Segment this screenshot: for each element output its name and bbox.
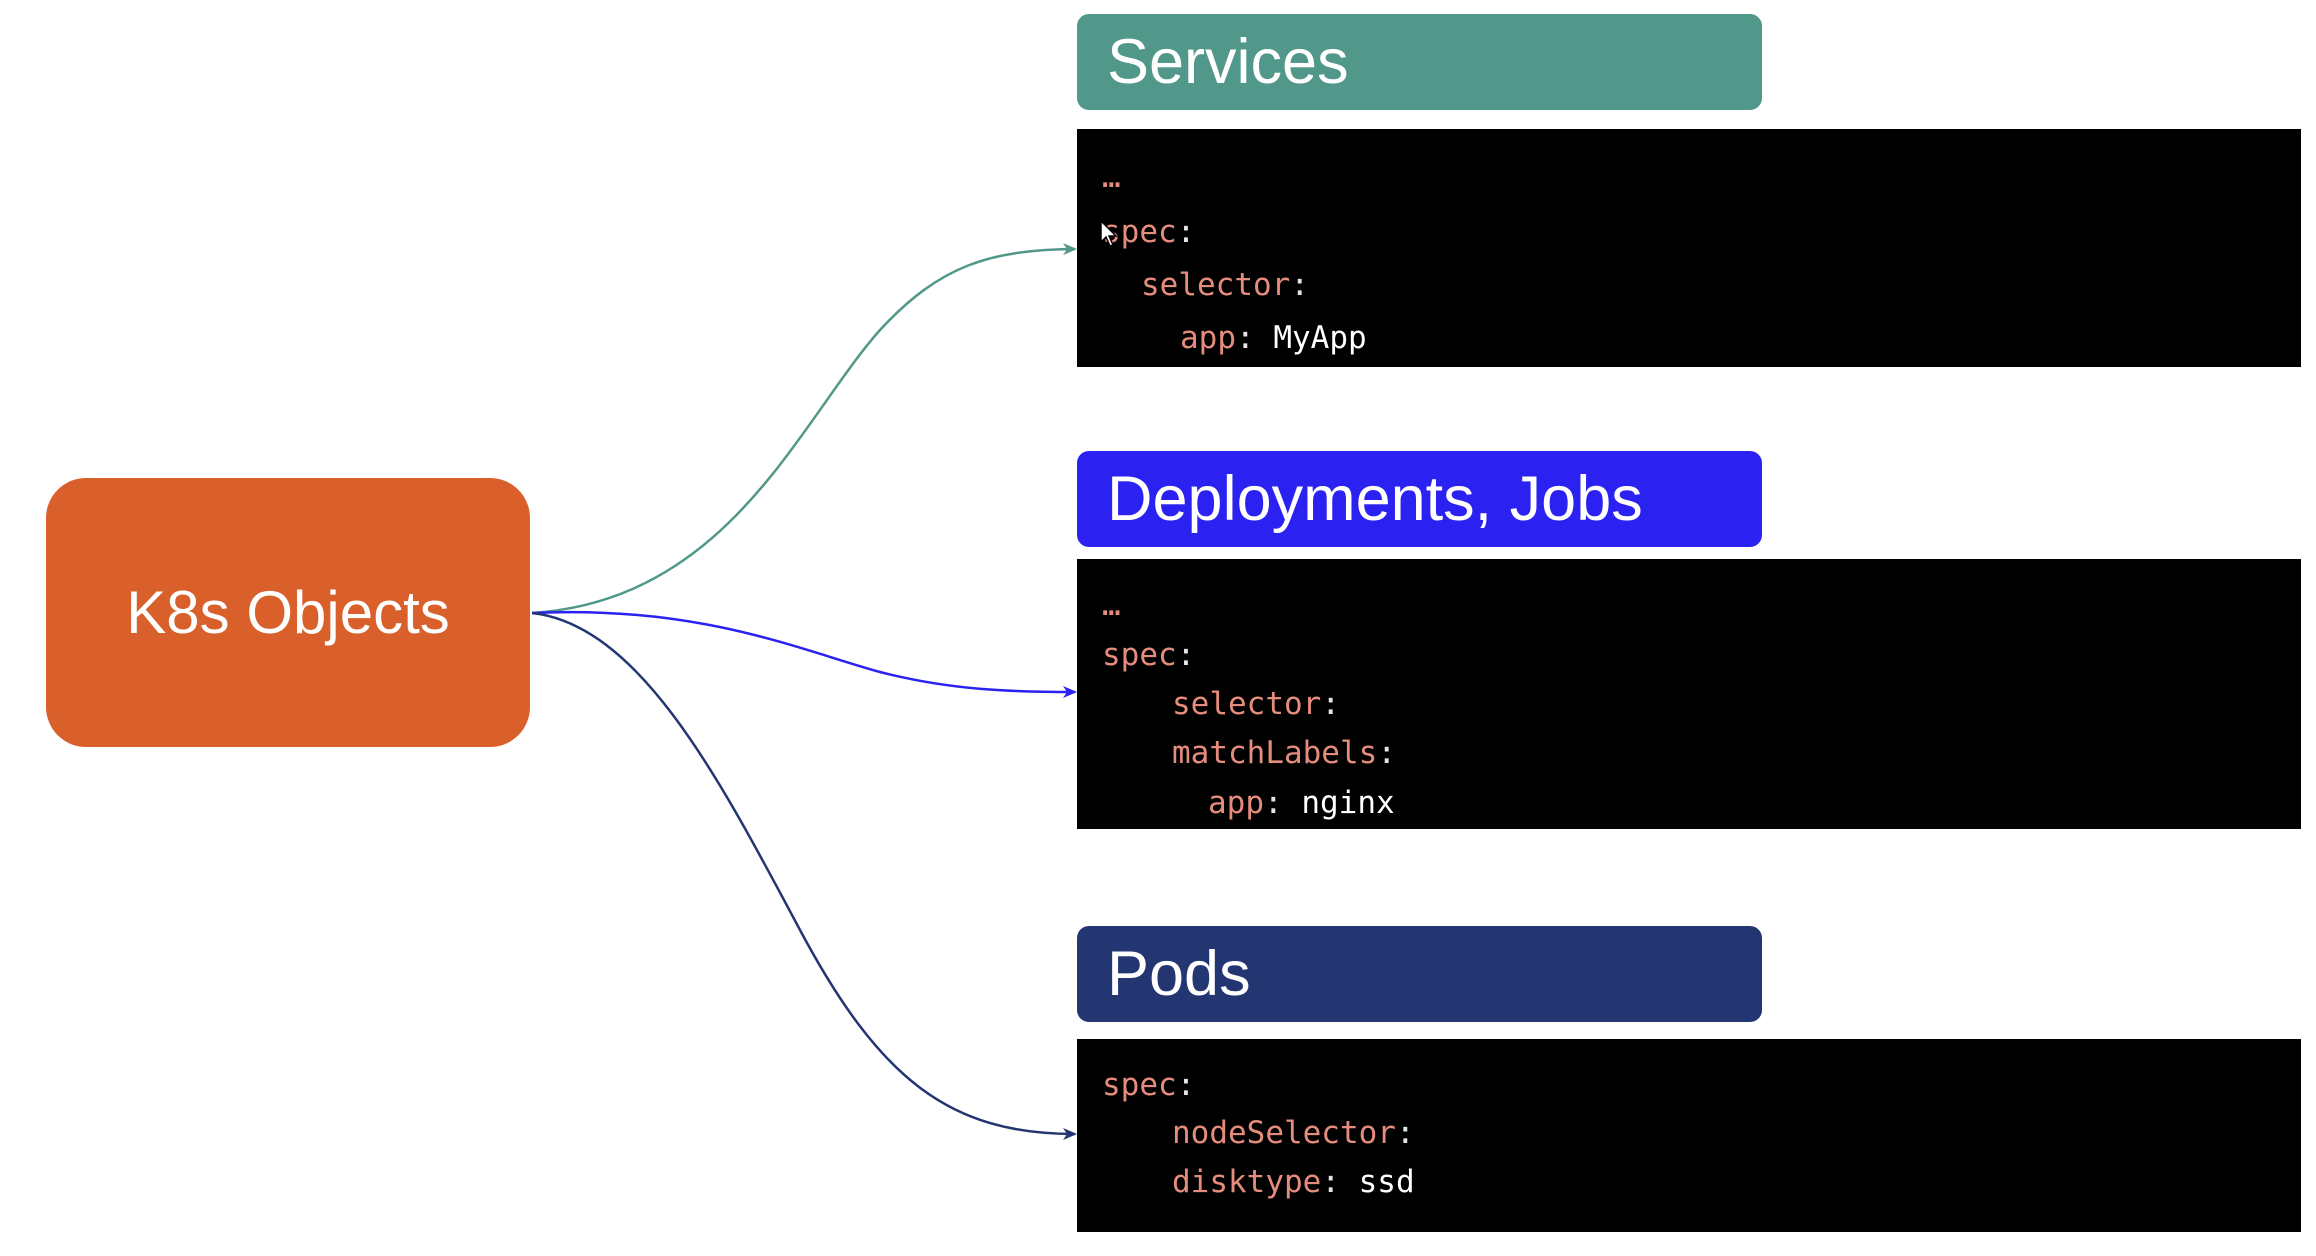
code-line: … [1102,159,1121,195]
arrow-to-deployments-jobs [531,610,1077,698]
code-line: nodeSelector: [1172,1115,1415,1151]
k8s-objects-label: K8s Objects [126,579,450,646]
deployments-jobs-title: Deployments, Jobs [1107,464,1643,534]
code-line: disktype: ssd [1172,1164,1415,1200]
code-line: matchLabels: [1172,735,1396,771]
services-code-block: … spec: selector: app: MyApp [1077,129,2301,367]
deployments-jobs-code-block: … spec: selector: matchLabels: app: ngin… [1077,559,2301,829]
pods-code-block: spec: nodeSelector: disktype: ssd [1077,1039,2301,1232]
pods-title: Pods [1107,939,1251,1009]
code-line: spec: [1102,1067,1196,1103]
code-line: spec: [1102,214,1196,250]
code-line: app: nginx [1208,785,1395,821]
services-header: Services [1077,14,1762,110]
code-line: selector: [1141,267,1309,303]
arrow-to-services [531,243,1077,615]
pods-header: Pods [1077,926,1762,1022]
code-line: app: MyApp [1180,320,1367,356]
k8s-objects-node: K8s Objects [46,478,530,747]
code-line: selector: [1172,686,1340,722]
deployments-jobs-header: Deployments, Jobs [1077,451,1762,547]
code-line: … [1102,587,1121,623]
mouse-pointer-icon [1100,220,1118,247]
code-line: spec: [1102,637,1196,673]
arrow-to-pods [531,611,1077,1140]
services-title: Services [1107,27,1349,97]
